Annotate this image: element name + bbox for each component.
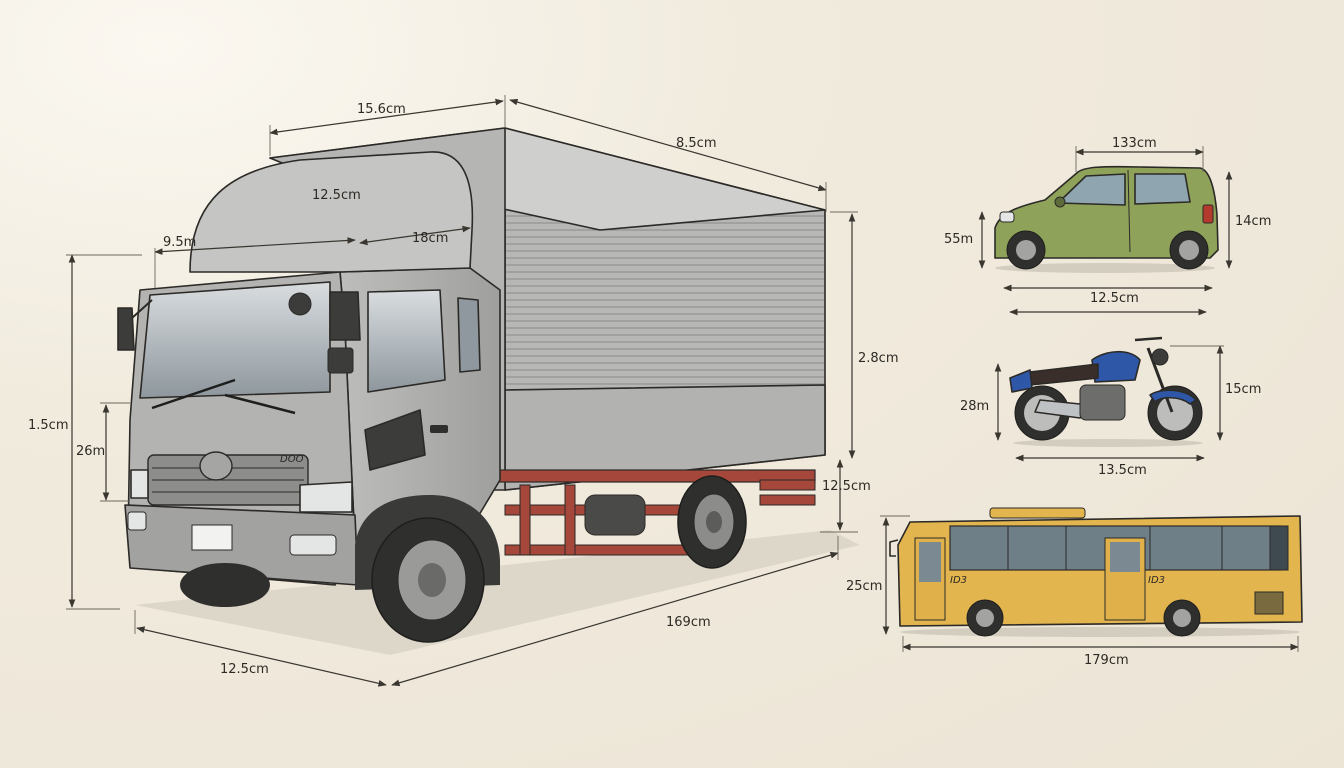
bus-side-mark-right: ID3 [1148,575,1165,586]
truck-dim-cab-width: 9.5m [163,235,196,250]
motorcycle-dimensions [994,345,1224,462]
car-illustration: 133cm 14cm 55m 12.5cm [944,136,1271,316]
car-dimensions [978,146,1233,316]
truck-dim-roof-depth: 18cm [412,231,448,246]
motorcycle-dim-seat-height: 28m [960,399,989,414]
car-dim-ground-height: 55m [944,232,973,247]
truck-dim-roof-fairing: 12.5cm [312,188,361,203]
truck-dim-front-width: 12.5cm [220,662,269,677]
bus-dim-length: 179cm [1084,653,1129,668]
bus-side-mark-left: ID3 [950,575,967,586]
truck-dimensions [66,95,858,687]
truck-cab-badge: DOO [280,454,304,465]
truck-dim-box-floor-height: 12.5cm [822,479,871,494]
truck-dim-box-length: 8.5cm [676,136,717,151]
truck-rear-wheel [677,475,747,569]
truck-dim-overall-height: 1.5cm [28,418,69,433]
truck-dim-cab-top-length: 15.6cm [357,102,406,117]
car-dim-length: 133cm [1112,136,1157,151]
bus-illustration: ID3 ID3 25cm 179cm [846,507,1303,668]
motorcycle-illustration: 28m 15cm 13.5cm [960,336,1261,478]
truck-dim-box-height: 2.8cm [858,351,899,366]
motorcycle-dim-height: 15cm [1225,382,1261,397]
truck-illustration: DOO 15.6cm 8.5cm 1 [28,95,899,687]
bus-dimensions [880,515,1299,652]
truck-dim-grille-height: 26m [76,444,105,459]
truck-chassis [484,469,816,556]
car-dim-wheelbase: 12.5cm [1090,291,1139,306]
car-dim-height: 14cm [1235,214,1271,229]
motorcycle-dim-length: 13.5cm [1098,463,1147,478]
truck-dim-side-length: 169cm [666,615,711,630]
bus-dim-height: 25cm [846,579,882,594]
